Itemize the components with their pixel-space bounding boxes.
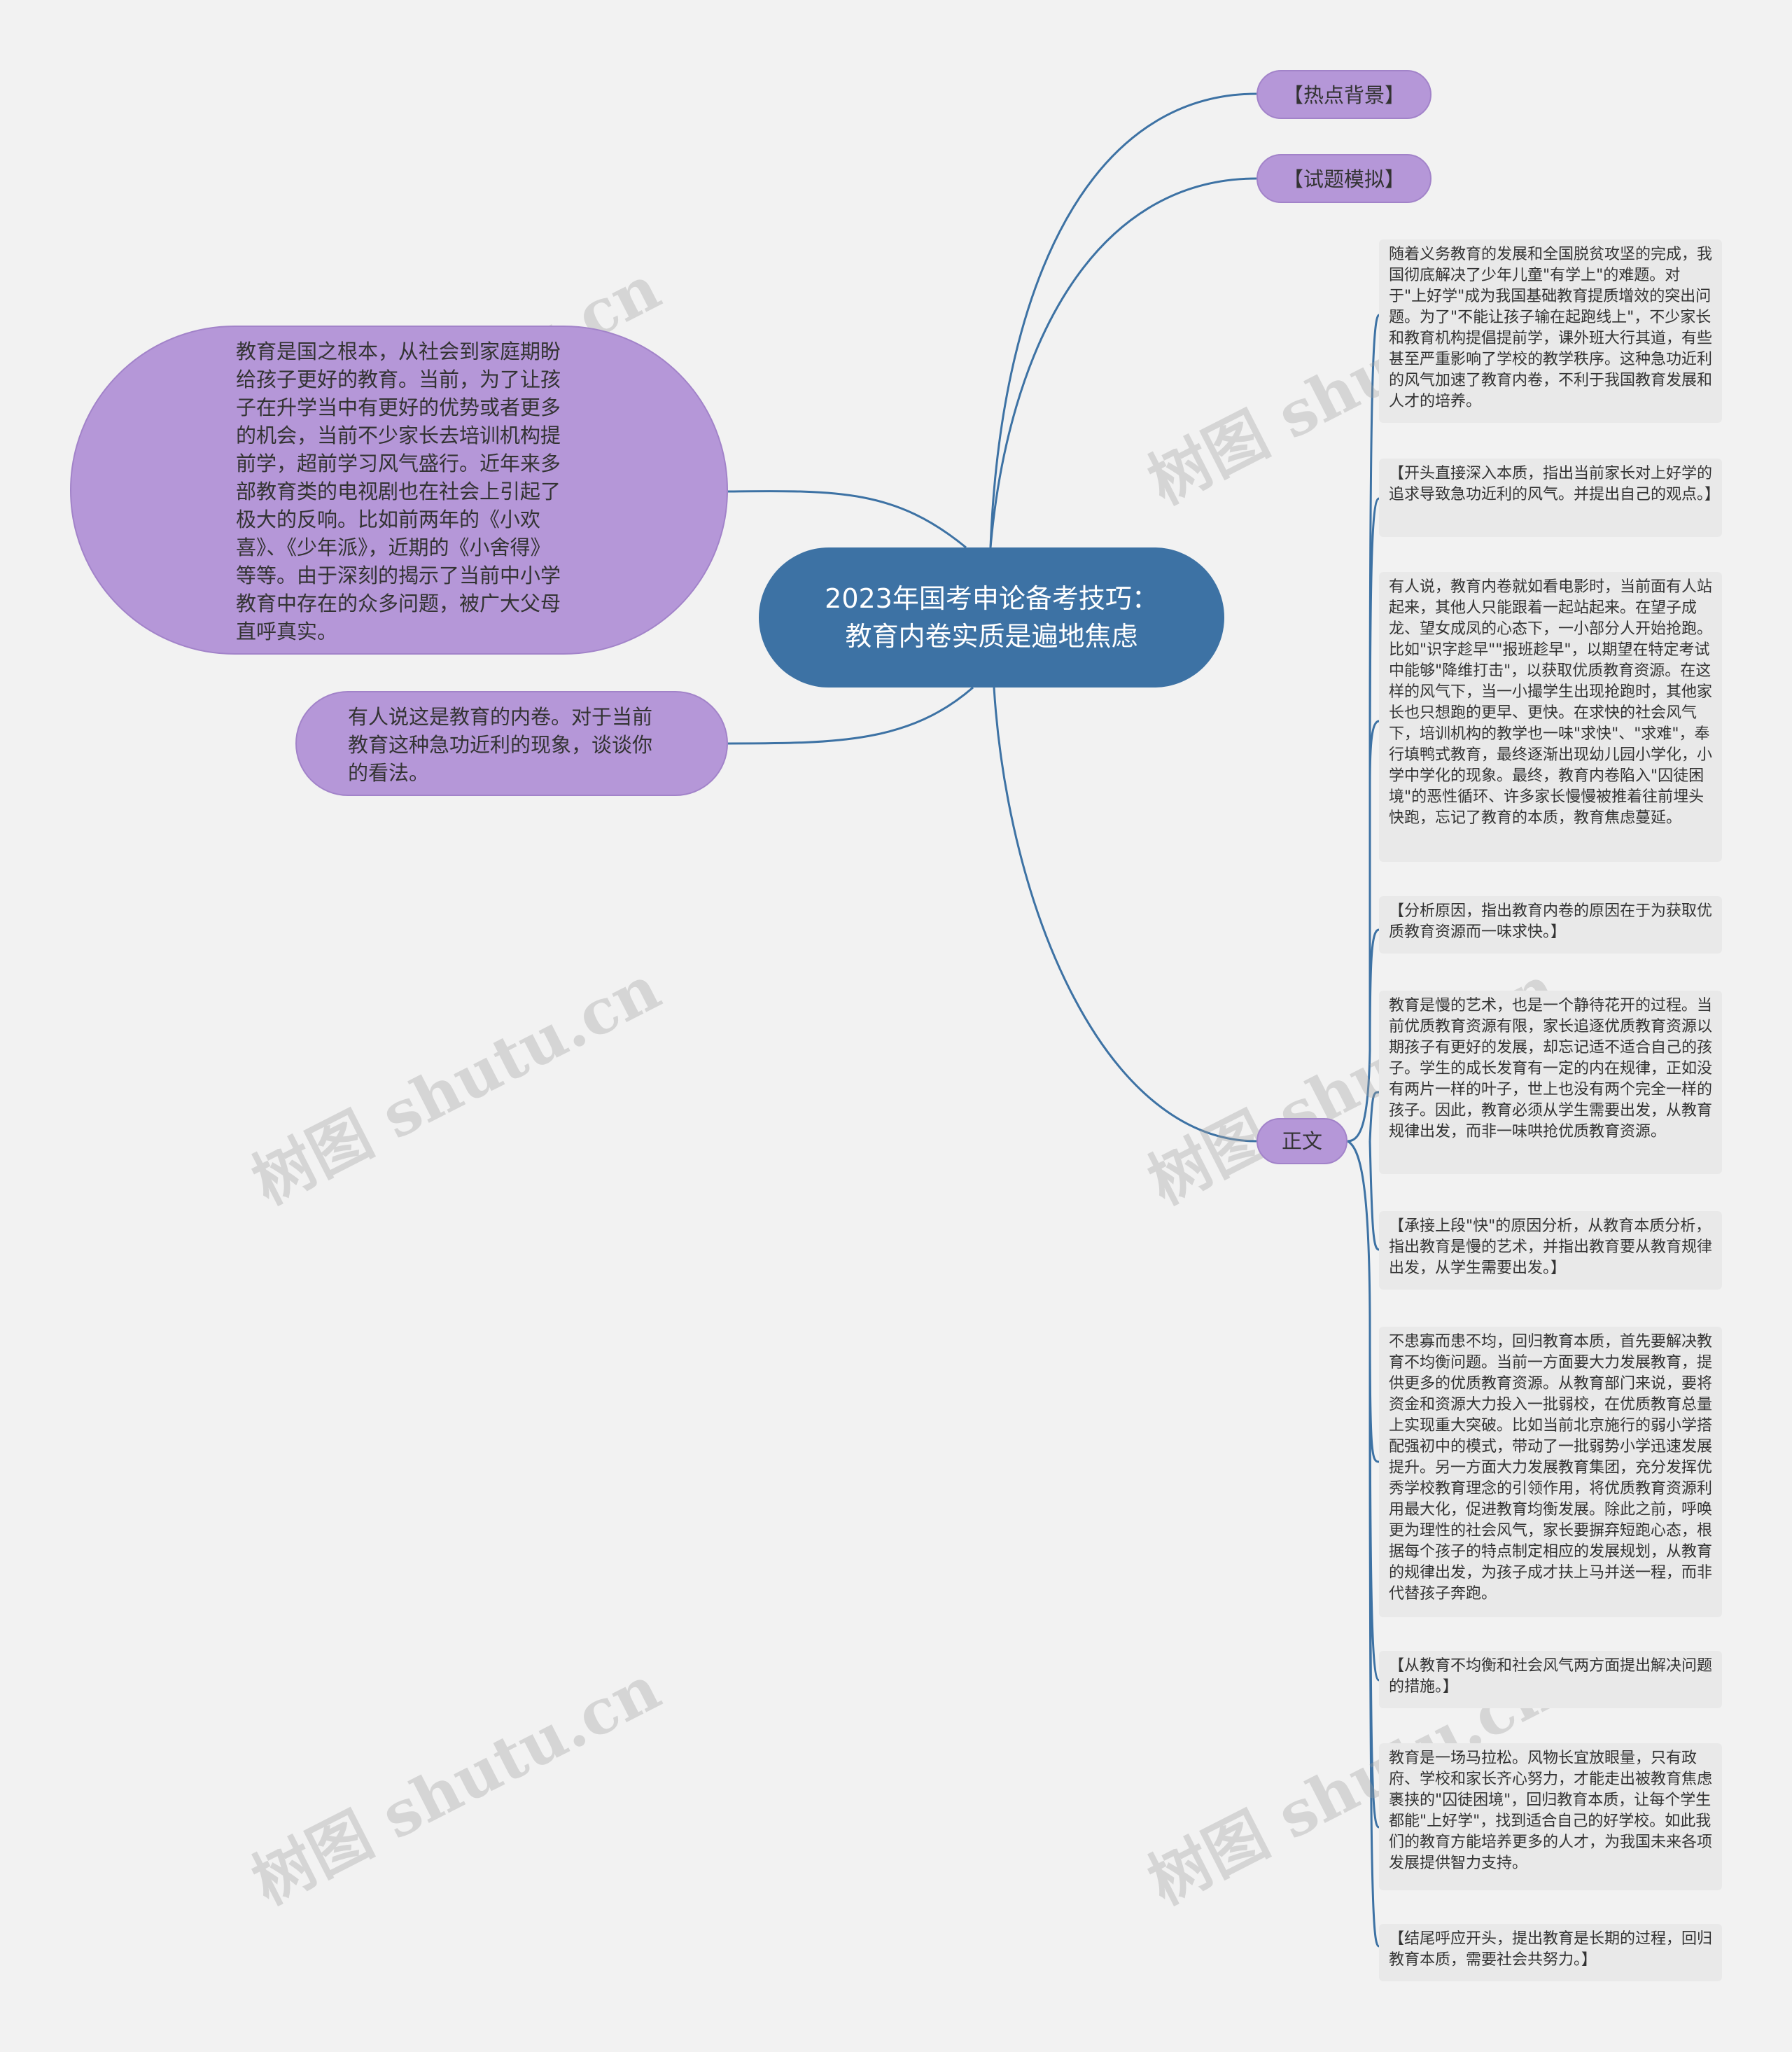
root-topic-label: 2023年国考申论备考技巧：教育内卷实质是遍地焦虑 bbox=[825, 583, 1158, 652]
leaf-paragraph-5-text: 教育是一场马拉松。风物长宜放眼量，只有政府、学校和家长齐心努力，才能走出被教育焦… bbox=[1389, 1750, 1713, 1872]
link-root-branch2 bbox=[989, 177, 1257, 548]
branch-question-sim[interactable]: 【试题模拟】 bbox=[1256, 154, 1432, 203]
branch-hot-background-label: 【热点背景】 bbox=[1282, 83, 1405, 107]
leaf-comment-4-text: 【从教育不均衡和社会风气两方面提出解决问题的措施。】 bbox=[1389, 1657, 1713, 1696]
leaf-comment-2[interactable]: 【分析原因，指出教育内卷的原因在于为获取优质教育资源而一味求快。】 bbox=[1379, 896, 1722, 954]
leaf-comment-5-text: 【结尾呼应开头，提出教育是长期的过程，回归教育本质，需要社会共努力。】 bbox=[1389, 1930, 1713, 1969]
leaf-paragraph-2[interactable]: 有人说，教育内卷就如看电影时，当前面有人站起来，其他人只能跟着一起站起来。在望子… bbox=[1379, 572, 1722, 862]
leaf-paragraph-4[interactable]: 不患寡而患不均，回归教育本质，首先要解决教育不均衡问题。当前一方面要大力发展教育… bbox=[1379, 1327, 1722, 1617]
leaf-paragraph-3-text: 教育是慢的艺术，也是一个静待花开的过程。当前优质教育资源有限，家长追逐优质教育资… bbox=[1389, 997, 1713, 1140]
branch-question-sim-label: 【试题模拟】 bbox=[1282, 167, 1405, 191]
leaf-paragraph-2-text: 有人说，教育内卷就如看电影时，当前面有人站起来，其他人只能跟着一起站起来。在望子… bbox=[1389, 578, 1713, 827]
leaf-comment-5[interactable]: 【结尾呼应开头，提出教育是长期的过程，回归教育本质，需要社会共努力。】 bbox=[1379, 1924, 1722, 1981]
leaf-paragraph-5[interactable]: 教育是一场马拉松。风物长宜放眼量，只有政府、学校和家长齐心努力，才能走出被教育焦… bbox=[1379, 1743, 1722, 1890]
leaf-comment-2-text: 【分析原因，指出教育内卷的原因在于为获取优质教育资源而一味求快。】 bbox=[1389, 902, 1713, 941]
leaf-comment-3[interactable]: 【承接上段"快"的原因分析，从教育本质分析，指出教育是慢的艺术，并指出教育要从教… bbox=[1379, 1211, 1722, 1290]
leaf-paragraph-1[interactable]: 随着义务教育的发展和全国脱贫攻坚的完成，我国彻底解决了少年儿童"有学上"的难题。… bbox=[1379, 239, 1722, 423]
link-root-bubble2 bbox=[727, 686, 974, 745]
leaf-paragraph-3[interactable]: 教育是慢的艺术，也是一个静待花开的过程。当前优质教育资源有限，家长追逐优质教育资… bbox=[1379, 991, 1722, 1174]
root-topic[interactable]: 2023年国考申论备考技巧：教育内卷实质是遍地焦虑 bbox=[759, 547, 1224, 688]
leaf-comment-4[interactable]: 【从教育不均衡和社会风气两方面提出解决问题的措施。】 bbox=[1379, 1651, 1722, 1708]
leaf-comment-3-text: 【承接上段"快"的原因分析，从教育本质分析，指出教育是慢的艺术，并指出教育要从教… bbox=[1389, 1217, 1713, 1277]
link-root-branch3 bbox=[993, 687, 1257, 1143]
leaf-comment-1-text: 【开头直接深入本质，指出当前家长对上好学的追求导致急功近利的风气。并提出自己的观… bbox=[1389, 465, 1721, 503]
left-topic-background[interactable]: 教育是国之根本，从社会到家庭期盼给孩子更好的教育。当前，为了让孩子在升学当中有更… bbox=[70, 326, 728, 655]
leaf-comment-1[interactable]: 【开头直接深入本质，指出当前家长对上好学的追求导致急功近利的风气。并提出自己的观… bbox=[1379, 459, 1722, 537]
branch-main-text-label: 正文 bbox=[1281, 1129, 1322, 1153]
left-topic-question[interactable]: 有人说这是教育的内卷。对于当前教育这种急功近利的现象，谈谈你的看法。 bbox=[295, 691, 728, 796]
left-topic-background-text: 教育是国之根本，从社会到家庭期盼给孩子更好的教育。当前，为了让孩子在升学当中有更… bbox=[236, 340, 561, 643]
leaf-paragraph-4-text: 不患寡而患不均，回归教育本质，首先要解决教育不均衡问题。当前一方面要大力发展教育… bbox=[1389, 1333, 1713, 1603]
link-root-branch1 bbox=[989, 92, 1257, 548]
link-root-bubble1 bbox=[727, 490, 967, 549]
branch-hot-background[interactable]: 【热点背景】 bbox=[1256, 70, 1432, 119]
branch-main-text[interactable]: 正文 bbox=[1256, 1118, 1348, 1164]
left-topic-question-text: 有人说这是教育的内卷。对于当前教育这种急功近利的现象，谈谈你的看法。 bbox=[348, 705, 653, 785]
link-main-leaves bbox=[1347, 784, 1371, 1143]
leaf-paragraph-1-text: 随着义务教育的发展和全国脱贫攻坚的完成，我国彻底解决了少年儿童"有学上"的难题。… bbox=[1389, 246, 1713, 410]
